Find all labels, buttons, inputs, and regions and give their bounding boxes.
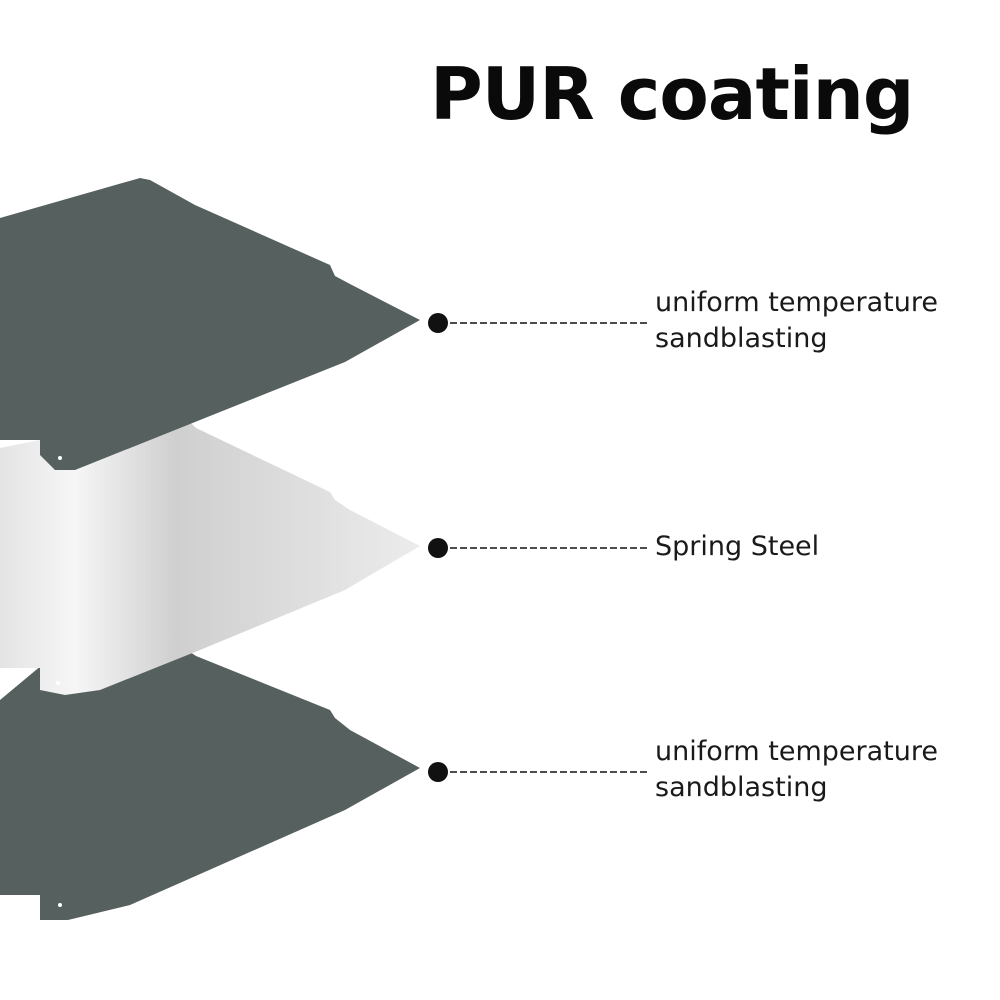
spring-steel-plate (0, 422, 420, 695)
steel-plate-hole (56, 681, 60, 685)
leader-bottom (428, 762, 648, 782)
label-spring-steel: Spring Steel (655, 529, 819, 565)
leader-dot-middle (428, 538, 448, 558)
page-title: PUR coating (430, 52, 914, 136)
label-bottom-line-1: uniform temperature (655, 736, 938, 767)
bottom-coating-plate (0, 652, 420, 920)
leader-middle (428, 538, 648, 558)
leader-top (428, 313, 648, 333)
label-bottom-line-2: sandblasting (655, 772, 828, 803)
leader-dot-top (428, 313, 448, 333)
top-coating-plate (0, 178, 420, 470)
label-bottom-coating: uniform temperature sandblasting (655, 734, 938, 806)
leader-dot-bottom (428, 762, 448, 782)
label-top-coating: uniform temperature sandblasting (655, 285, 938, 357)
label-top-line-2: sandblasting (655, 323, 828, 354)
label-mid-line-1: Spring Steel (655, 531, 820, 562)
label-top-line-1: uniform temperature (655, 287, 938, 318)
top-plate-hole (58, 456, 62, 460)
bottom-plate-hole (58, 903, 62, 907)
